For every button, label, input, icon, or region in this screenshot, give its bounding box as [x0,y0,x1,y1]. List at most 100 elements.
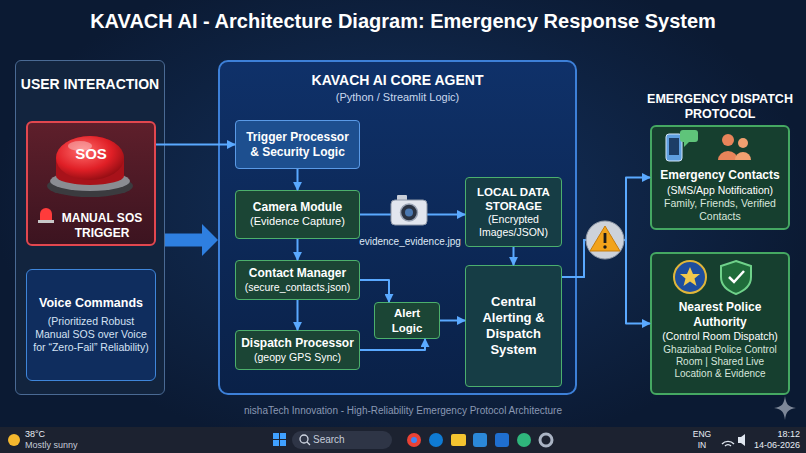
connector-arrow [360,280,389,302]
search-icon [307,442,310,445]
box-heading: SOS [75,145,107,163]
box-heading: Central Alerting & Dispatch System [471,294,556,357]
person-icon [718,151,738,160]
button-side [56,136,124,185]
siren-base [38,220,54,223]
box-text: (Prioritized Robust Manual SOS over Voic… [33,315,149,353]
phone-icon [666,134,682,161]
storage-box: LOCAL DATA STORAGE(Encrypted Images/JSON… [465,177,562,247]
process-box: Trigger Processor & Security Logic [235,120,360,169]
button-highlight [68,141,92,151]
camera-body [391,200,427,225]
start-icon [280,433,286,439]
chat-bubble [680,130,698,142]
person-icon [722,134,734,146]
search-box [292,431,392,449]
clock-time: 18:12 [750,429,800,440]
recipient-box: Emergency Contacts(SMS/App Notification)… [650,125,790,230]
voice-command-box: Voice Commands (Prioritized Robust Manual… [26,269,156,381]
connector-arrow [360,214,465,216]
siren-dome [40,208,52,220]
connector-arrow [297,239,299,260]
box-heading: Camera Module [253,200,342,215]
warning-mark [604,233,607,243]
box-text: (Python / Streamlit Logic) [336,91,460,104]
box-heading: LOCAL DATA STORAGE [469,185,558,213]
app-icon [495,433,509,447]
search-icon [300,435,308,443]
box-heading: Trigger Processor & Security Logic [241,130,354,159]
app-icon [451,434,466,446]
contacts-icons [666,130,751,161]
connector-arrow [562,178,650,278]
police-badge [674,261,706,293]
button-rim [50,171,130,191]
warning-disc [586,221,624,259]
start-icon [273,433,279,439]
taskbar [0,427,806,453]
footer-note: nishaTech Innovation - High-Reliability … [0,405,806,417]
recipient-box: Nearest Police Authority(Control Room Di… [650,252,790,395]
box-text: (secure_contacts.json) [245,281,351,294]
start-icon [273,440,279,446]
clock-date: 14-06-2026 [740,440,800,451]
app-icon [407,433,421,447]
connector-arrow [513,247,515,265]
process-box: Camera Module(Evidence Capture) [235,190,360,239]
sos-trigger-box: SOS MANUAL SOS TRIGGER [26,121,156,246]
box-text: Ghaziabad Police Control Room | Shared L… [656,344,784,381]
wifi-icon [722,441,734,444]
box-text: (Evidence Capture) [250,215,345,228]
block-arrow [165,234,202,247]
chat-bubble [684,142,689,147]
box-text: MANUAL SOS TRIGGER [32,211,150,240]
connector-arrow [156,144,235,146]
app-icon [540,434,552,446]
dispatch-hub-box: Central Alerting & Dispatch System [465,265,562,387]
phone-screen [669,138,679,155]
box-text: (Control Room Dispatch) [662,330,778,343]
button-base [47,175,133,197]
box-heading: Dispatch Processor [241,336,354,351]
button-dome [56,136,124,180]
box-heading: Voice Commands [39,296,143,311]
box-heading: Alert Logic [377,306,437,334]
box-text: Family, Friends, Verified Contacts [656,197,784,223]
siren-icon [38,208,54,223]
warning-mark [603,245,606,248]
process-box: Contact Manager(secure_contacts.json) [235,260,360,300]
badge-star [680,267,700,286]
connector-arrow [297,169,299,190]
connector-arrow [297,300,299,330]
warning-symbol [586,221,624,259]
region-code: IN [690,440,714,450]
weather-text: Mostly sunny [25,440,95,451]
camera-lens [405,209,413,217]
box-heading: Contact Manager [249,266,346,281]
box-text: (geopy GPS Sync) [254,351,341,364]
weather-temp: 38°C [25,429,85,440]
speaker-icon [738,434,745,446]
box-heading: Emergency Contacts [660,168,779,183]
box-text: (Encrypted Images/JSON) [469,213,558,239]
weather-icon [8,434,20,446]
taskbar-icons [8,433,745,447]
check-mark [729,271,744,282]
connector-arrow [440,320,465,322]
shield-icon [721,261,751,294]
person-icon [735,152,751,160]
core-agent-panel: KAVACH AI CORE AGENT(Python / Streamlit … [218,60,577,395]
start-icon [280,440,286,446]
file-label: evidence_evidence.jpg [355,236,465,248]
police-icons [674,261,751,294]
sparkle-watermark [774,396,796,420]
connector-arrow [360,339,425,350]
sos-button [47,136,133,197]
camera-icon [391,195,427,225]
person-icon [738,138,748,148]
language-code: ENG [690,429,714,439]
